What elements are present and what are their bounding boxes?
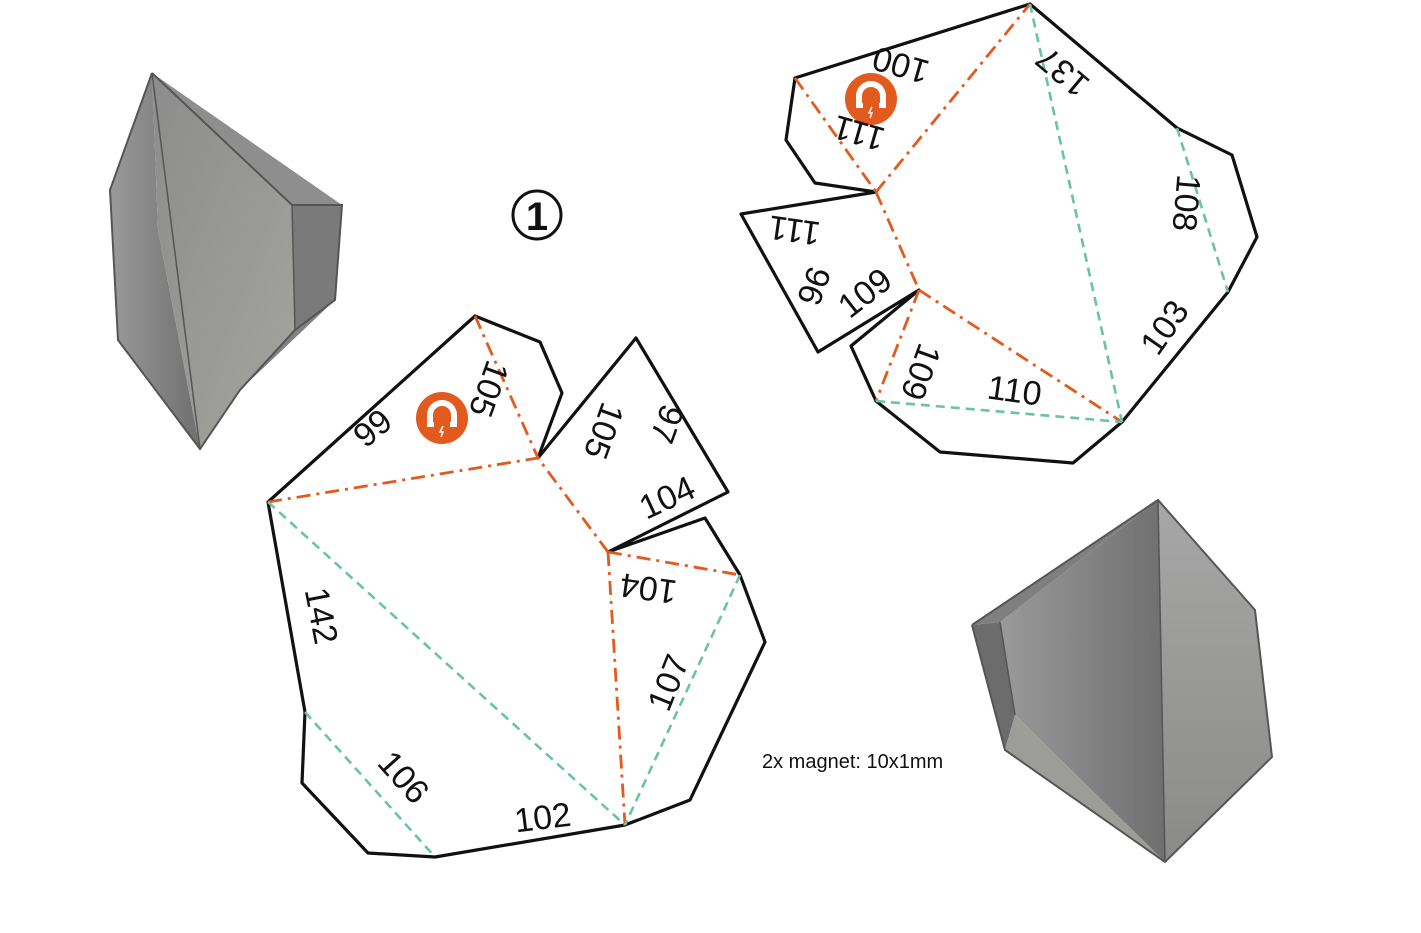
edge-label: 96 (789, 261, 838, 310)
mountain-fold (918, 288, 1123, 424)
mountain-fold (874, 191, 921, 291)
pyramid-model-image (971, 498, 1274, 864)
edge-label: 111 (766, 207, 822, 252)
edge-label: 102 (512, 796, 573, 841)
left-net-pattern: 99 105 105 97 104 104 142 107 106 102 (266, 314, 767, 859)
mountain-fold (793, 77, 878, 193)
right-net-pattern: 100 137 111 111 108 96 109 109 103 110 (739, 2, 1259, 465)
mountain-fold (473, 315, 540, 459)
edge-label: 105 (576, 398, 631, 464)
mountain-fold (874, 289, 921, 402)
edge-label: 99 (346, 402, 399, 455)
edge-label: 110 (985, 369, 1044, 414)
edge-label: 105 (461, 356, 516, 422)
valley-fold (304, 711, 436, 858)
magnet-icon (845, 73, 897, 125)
valley-fold (1028, 3, 1124, 423)
magnet-icon (416, 392, 468, 444)
magnet-note: 2x magnet: 10x1mm (762, 751, 943, 773)
edge-label: 106 (370, 744, 436, 812)
step-marker: 1 (511, 189, 563, 241)
edge-label: 104 (634, 469, 701, 527)
edge-label: 104 (618, 565, 679, 611)
step-number: 1 (526, 195, 548, 239)
cut-line (739, 2, 1259, 465)
cut-line (266, 314, 767, 859)
valley-fold (623, 574, 742, 826)
valley-fold (875, 399, 1123, 424)
edge-label: 97 (642, 399, 691, 448)
mountain-fold (607, 550, 741, 577)
mountain-fold (874, 3, 1032, 193)
edge-label: 107 (641, 649, 697, 716)
edge-label: 108 (1165, 173, 1208, 233)
mountain-fold (606, 551, 627, 826)
pyramid-model-image (108, 72, 344, 451)
edge-label: 142 (297, 584, 345, 647)
edge-label: 109 (893, 339, 948, 405)
valley-fold (267, 501, 626, 826)
edge-label: 103 (1133, 294, 1197, 362)
valley-fold (1175, 127, 1230, 293)
mountain-fold (267, 456, 610, 553)
